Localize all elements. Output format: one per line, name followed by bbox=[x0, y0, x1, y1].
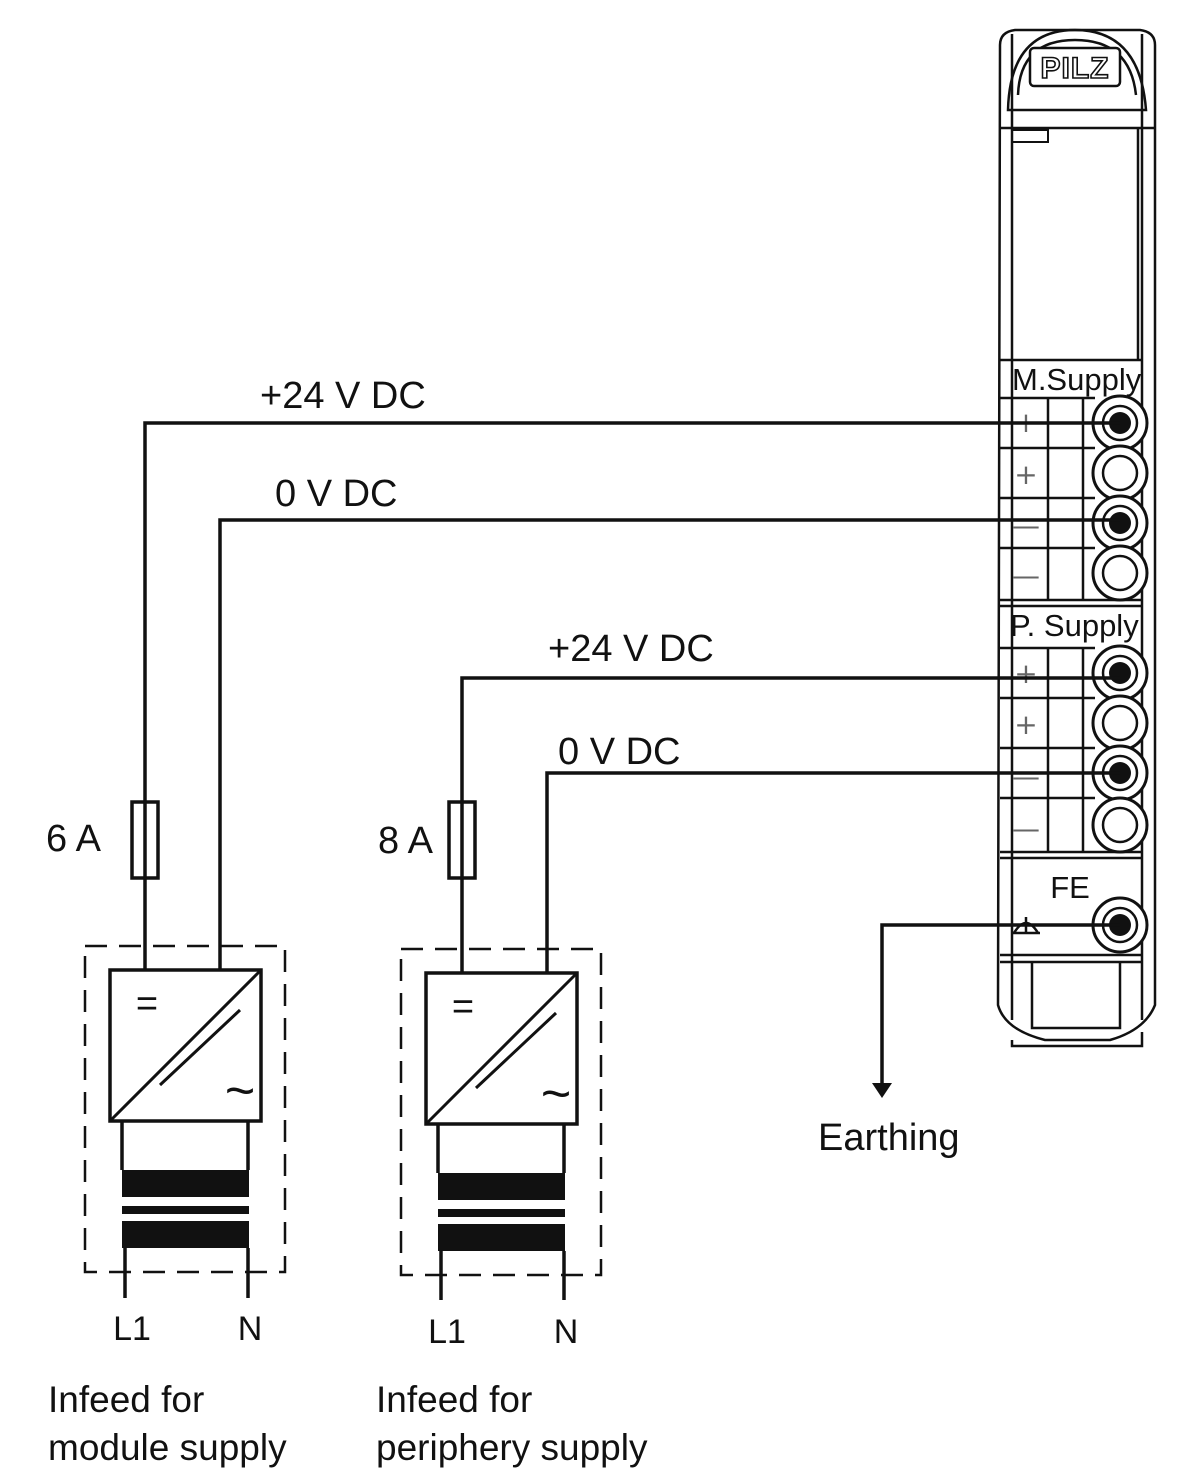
module-transformer-primary bbox=[122, 1170, 249, 1197]
periphery-plus-wire bbox=[460, 676, 1120, 802]
m-supply-plus-2-sign: + bbox=[1014, 458, 1037, 491]
earthing-arrow-icon bbox=[872, 1083, 892, 1098]
p-supply-minus-2-sign: — bbox=[1012, 812, 1040, 845]
pilz-logo-text: PILZ bbox=[1041, 52, 1110, 85]
periphery-terminal-n: N bbox=[554, 1313, 579, 1351]
earthing-wire bbox=[880, 923, 1120, 1085]
module-zero-wire-label: 0 V DC bbox=[275, 473, 397, 515]
terminal-connectors bbox=[1091, 394, 1149, 954]
m-supply-label: M.Supply bbox=[1012, 362, 1142, 397]
periphery-dc-symbol: = bbox=[452, 986, 474, 1028]
module-bottom-clip bbox=[1030, 962, 1122, 1030]
periphery-terminal-l1: L1 bbox=[428, 1313, 466, 1351]
pilz-module: PILZ M.Supply + bbox=[996, 28, 1157, 1048]
module-caption-line2: module supply bbox=[48, 1427, 287, 1468]
periphery-transformer-primary bbox=[438, 1173, 565, 1200]
periphery-caption-line1: Infeed for bbox=[376, 1379, 532, 1420]
p-supply-minus-1-sign: — bbox=[1012, 760, 1040, 793]
module-fuse-label: 6 A bbox=[46, 818, 102, 860]
periphery-zero-wire bbox=[545, 771, 1120, 973]
m-supply-minus-2-sign: — bbox=[1012, 559, 1040, 592]
p-supply-plus-2-sign: + bbox=[1014, 708, 1037, 741]
periphery-zero-wire-label: 0 V DC bbox=[558, 731, 680, 773]
module-plus-wire bbox=[143, 421, 1120, 802]
module-psu-enclosure bbox=[83, 944, 287, 1274]
module-terminal-n: N bbox=[238, 1310, 263, 1348]
module-plus-wire-label: +24 V DC bbox=[260, 375, 426, 417]
module-dc-symbol: = bbox=[136, 983, 158, 1025]
module-ac-symbol: ~ bbox=[225, 1062, 255, 1120]
module-terminal-l1: L1 bbox=[113, 1310, 151, 1348]
periphery-plus-wire-label: +24 V DC bbox=[548, 628, 714, 670]
wires bbox=[143, 421, 1120, 1098]
periphery-psu-enclosure bbox=[399, 947, 603, 1277]
module-latch bbox=[1011, 129, 1049, 143]
periphery-caption-line2: periphery supply bbox=[376, 1427, 648, 1468]
p-supply-label: P. Supply bbox=[1010, 608, 1139, 643]
fe-label: FE bbox=[1050, 870, 1090, 905]
pilz-logo-frame bbox=[1028, 46, 1122, 88]
module-top-cap bbox=[1006, 28, 1148, 112]
m-supply-minus-1-sign: — bbox=[1012, 509, 1040, 542]
module-power-supply: = ~ L1 N bbox=[83, 944, 287, 1348]
periphery-fuse-label: 8 A bbox=[378, 820, 434, 862]
periphery-ac-symbol: ~ bbox=[541, 1065, 571, 1123]
module-zero-wire bbox=[218, 518, 1120, 970]
module-transformer-secondary bbox=[122, 1221, 249, 1248]
module-caption-line1: Infeed for bbox=[48, 1379, 204, 1420]
periphery-transformer-secondary bbox=[438, 1224, 565, 1251]
earthing-label: Earthing bbox=[818, 1117, 960, 1159]
periphery-power-supply: = ~ L1 N bbox=[399, 947, 603, 1351]
p-supply-plus-1-sign: + bbox=[1014, 657, 1037, 690]
